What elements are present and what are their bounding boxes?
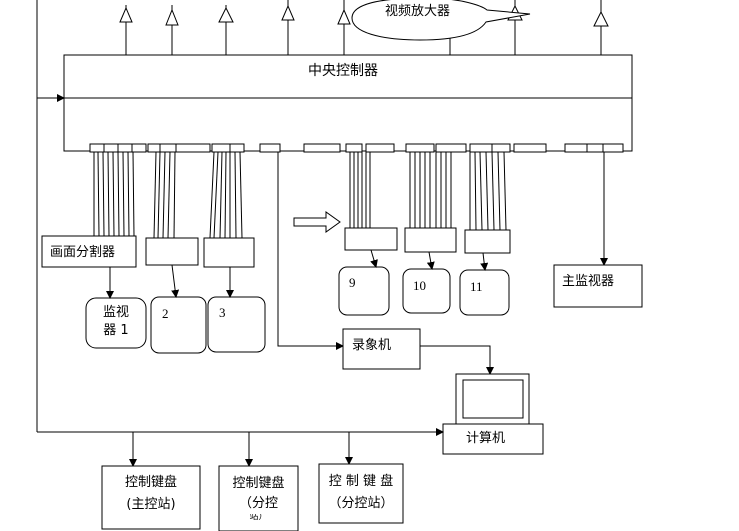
hollow-arrow [293, 211, 341, 233]
keyboard-box-2 [218, 465, 299, 531]
monitor-box-3 [207, 296, 266, 353]
mid-box-10 [404, 227, 457, 253]
monitor-box-9 [338, 266, 390, 316]
keyboard-box-3 [318, 463, 404, 524]
keyboard-3-label: 控 制 键 盘 （分控站） [319, 471, 403, 515]
keyboard-3-line1: 控 制 键 盘 [328, 474, 394, 489]
central-controller-label: 中央控制器 [308, 63, 378, 79]
mid-box-11 [464, 229, 511, 254]
video-amplifier-shape [351, 0, 531, 41]
monitor-box-1 [85, 297, 147, 349]
connector-strip [89, 143, 624, 153]
line-to-recorder [277, 152, 344, 350]
mid-box-9 [344, 227, 398, 251]
recorder-to-computer [420, 345, 494, 375]
keyboard-2-line1: 控制键盘 [232, 476, 285, 491]
monitor-box-2 [150, 296, 207, 354]
monitor-1-label: 监视 器 1 [86, 304, 146, 340]
screen-splitter-box [41, 235, 137, 268]
central-controller-box [63, 54, 633, 152]
monitor-9-label: 9 [349, 275, 356, 290]
monitor-1-line1: 监视 [102, 305, 129, 320]
keyboard-arrows [129, 432, 353, 467]
video-amplifier-label: 视频放大器 [385, 4, 451, 19]
screen-splitter-label: 画面分割器 [50, 245, 116, 260]
keyboard-1-label: 控制键盘 (主控站) [102, 474, 200, 514]
computer-box [442, 423, 544, 455]
monitor-2-label: 2 [162, 306, 169, 321]
keyboard-1-line1: 控制键盘 [124, 475, 177, 490]
main-monitor-box [553, 264, 643, 308]
keyboard-3-line2: （分控站） [328, 496, 394, 511]
keyboard-2-line2: （分控 [238, 496, 278, 511]
recorder-box [342, 328, 421, 370]
cable-bundles [93, 151, 507, 239]
monitor-1-line2: 器 1 [103, 323, 129, 338]
keyboard-2-label: 控制键盘 （分控 站） [219, 474, 298, 520]
mid-box-2 [203, 237, 255, 268]
keyboard-1-line2: (主控站) [126, 497, 176, 512]
monitor-3-label: 3 [219, 305, 226, 320]
computer-label: 计算机 [466, 431, 506, 446]
main-monitor-label: 主监视器 [562, 274, 615, 289]
computer-screen-inner [462, 379, 524, 419]
monitor-arrows [106, 249, 489, 299]
monitor-box-10 [402, 268, 451, 314]
monitor-box-11 [459, 269, 510, 316]
recorder-label: 录象机 [352, 338, 392, 353]
mid-box-1 [145, 237, 199, 266]
monitor-11-label: 11 [470, 279, 483, 294]
monitor-10-label: 10 [413, 278, 426, 293]
keyboard-box-1 [101, 465, 201, 530]
keyboard-2-line3: 站） [249, 514, 268, 520]
